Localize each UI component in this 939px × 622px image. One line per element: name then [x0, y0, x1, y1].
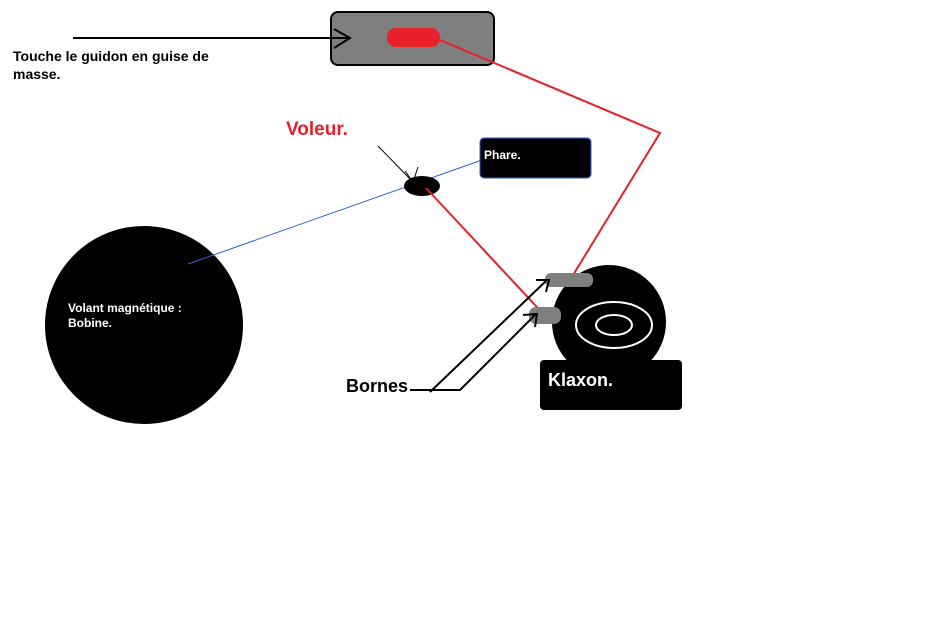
flywheel-circle	[45, 226, 243, 424]
horn-ring-inner	[595, 314, 633, 336]
terminals-pointer-arrows	[410, 279, 551, 393]
horn-base-box	[540, 360, 682, 410]
headlight-label: Phare.	[484, 148, 521, 162]
handlebar-ground-label: Touche le guidon en guise de masse.	[13, 48, 209, 82]
terminals-label: Bornes	[346, 376, 409, 396]
thief-pointer-arrow	[377, 145, 419, 183]
headlight-wire	[187, 159, 483, 265]
flywheel-label: Volant magnétique : Bobine.	[68, 301, 182, 330]
horn-label: Klaxon.	[548, 370, 614, 390]
terminal-upper	[545, 273, 593, 287]
handlebar-pointer-arrow	[73, 28, 352, 49]
headlight-box	[479, 137, 592, 179]
ground-wire	[439, 39, 662, 281]
handlebar-contact	[387, 28, 440, 47]
horn-ring-outer	[575, 301, 653, 349]
thief-wire	[425, 187, 550, 321]
thief-label: Voleur.	[286, 119, 348, 140]
horn-body	[552, 265, 666, 379]
